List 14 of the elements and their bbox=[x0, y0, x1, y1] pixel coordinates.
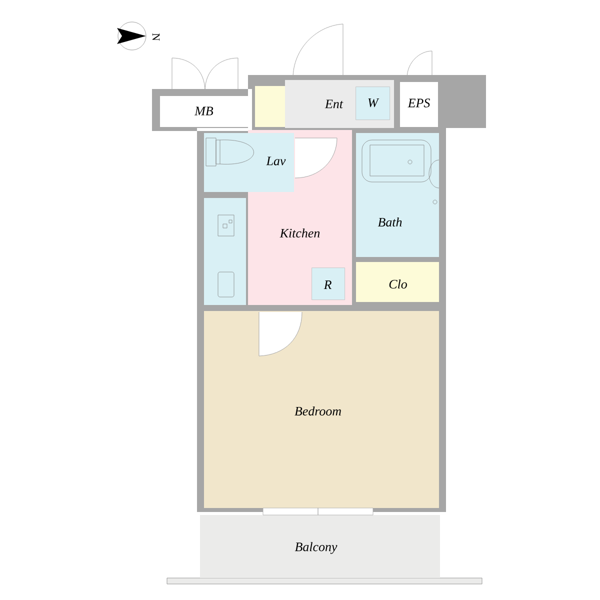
room-label: W bbox=[368, 98, 380, 108]
room-label: Ent bbox=[324, 100, 344, 108]
room-label: Kitchen bbox=[280, 228, 320, 238]
compass-label: N bbox=[152, 33, 160, 41]
cabinet bbox=[204, 198, 246, 305]
room-label: Balcony bbox=[294, 542, 338, 554]
room-label: Clo bbox=[389, 279, 407, 289]
room-label: Bath bbox=[378, 217, 402, 227]
cabinet bbox=[255, 86, 285, 127]
room-label: MB bbox=[194, 106, 214, 116]
room-label: EPS bbox=[408, 98, 430, 108]
room-label: Lav bbox=[266, 156, 286, 166]
room-label: Bedroom bbox=[294, 406, 341, 416]
room-label: R bbox=[324, 280, 332, 290]
